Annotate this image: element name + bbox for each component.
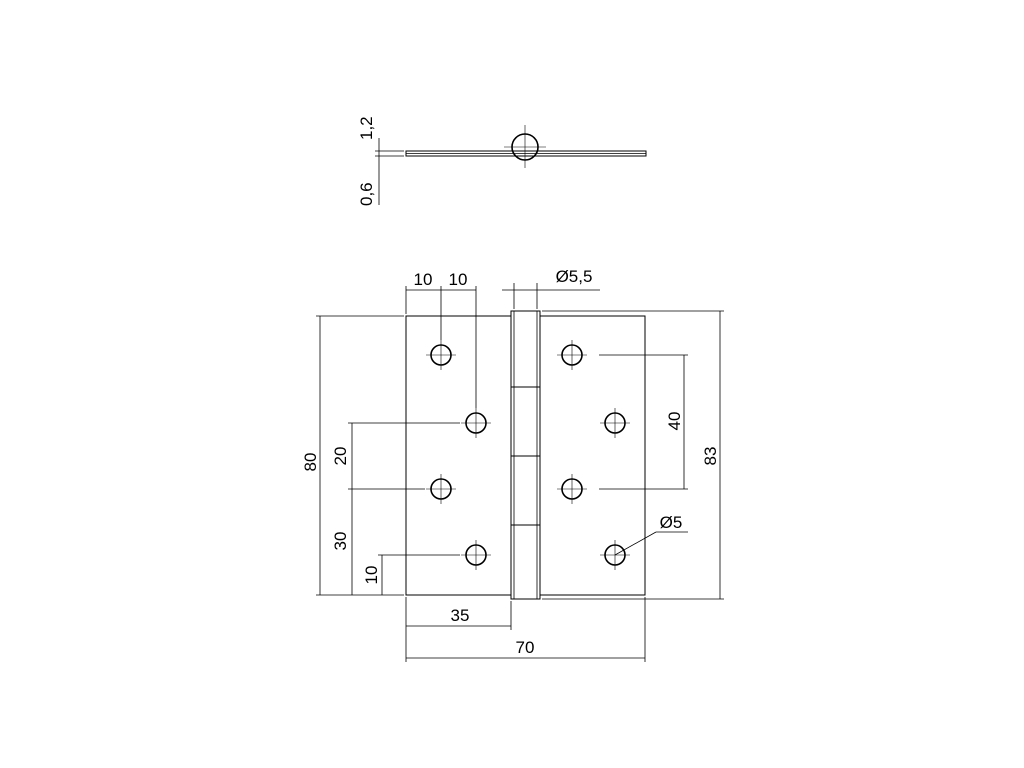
dim-label-half-width: 35 <box>451 606 470 625</box>
dim-label-total-height: 83 <box>701 447 720 466</box>
screw-hole <box>600 408 630 438</box>
screw-hole <box>461 408 491 438</box>
dim-label-hole-offset-1: 10 <box>414 270 433 289</box>
screw-hole <box>426 474 456 504</box>
side-view: 1,2 0,6 <box>357 116 647 206</box>
knuckle-column <box>510 310 541 600</box>
dim-label-hole-pitch-40: 40 <box>665 412 684 431</box>
dim-label-hole-pitch-20: 20 <box>331 447 350 466</box>
left-leaf <box>405 315 512 596</box>
dim-label-hole-pitch-30: 30 <box>331 532 350 551</box>
dim-label-total-width: 70 <box>516 638 535 657</box>
dim-label-hole-offset-2: 10 <box>449 270 468 289</box>
dim-leader-hole-diameter <box>614 531 657 556</box>
screw-hole <box>461 540 491 570</box>
dim-label-hole-pitch-10: 10 <box>362 566 381 585</box>
dim-label-leaf-height: 80 <box>301 453 320 472</box>
front-view: 10 10 Ø5,5 80 20 30 10 40 83 Ø5 <box>301 267 724 662</box>
screw-hole <box>557 474 587 504</box>
screw-hole <box>557 340 587 370</box>
screw-hole <box>426 340 456 370</box>
side-thickness-label-top: 1,2 <box>357 116 376 140</box>
dim-label-hole-diameter: Ø5 <box>660 513 683 532</box>
dim-label-pin-diameter: Ø5,5 <box>556 267 593 286</box>
right-leaf <box>539 315 646 596</box>
side-thickness-label-bottom: 0,6 <box>357 182 376 206</box>
